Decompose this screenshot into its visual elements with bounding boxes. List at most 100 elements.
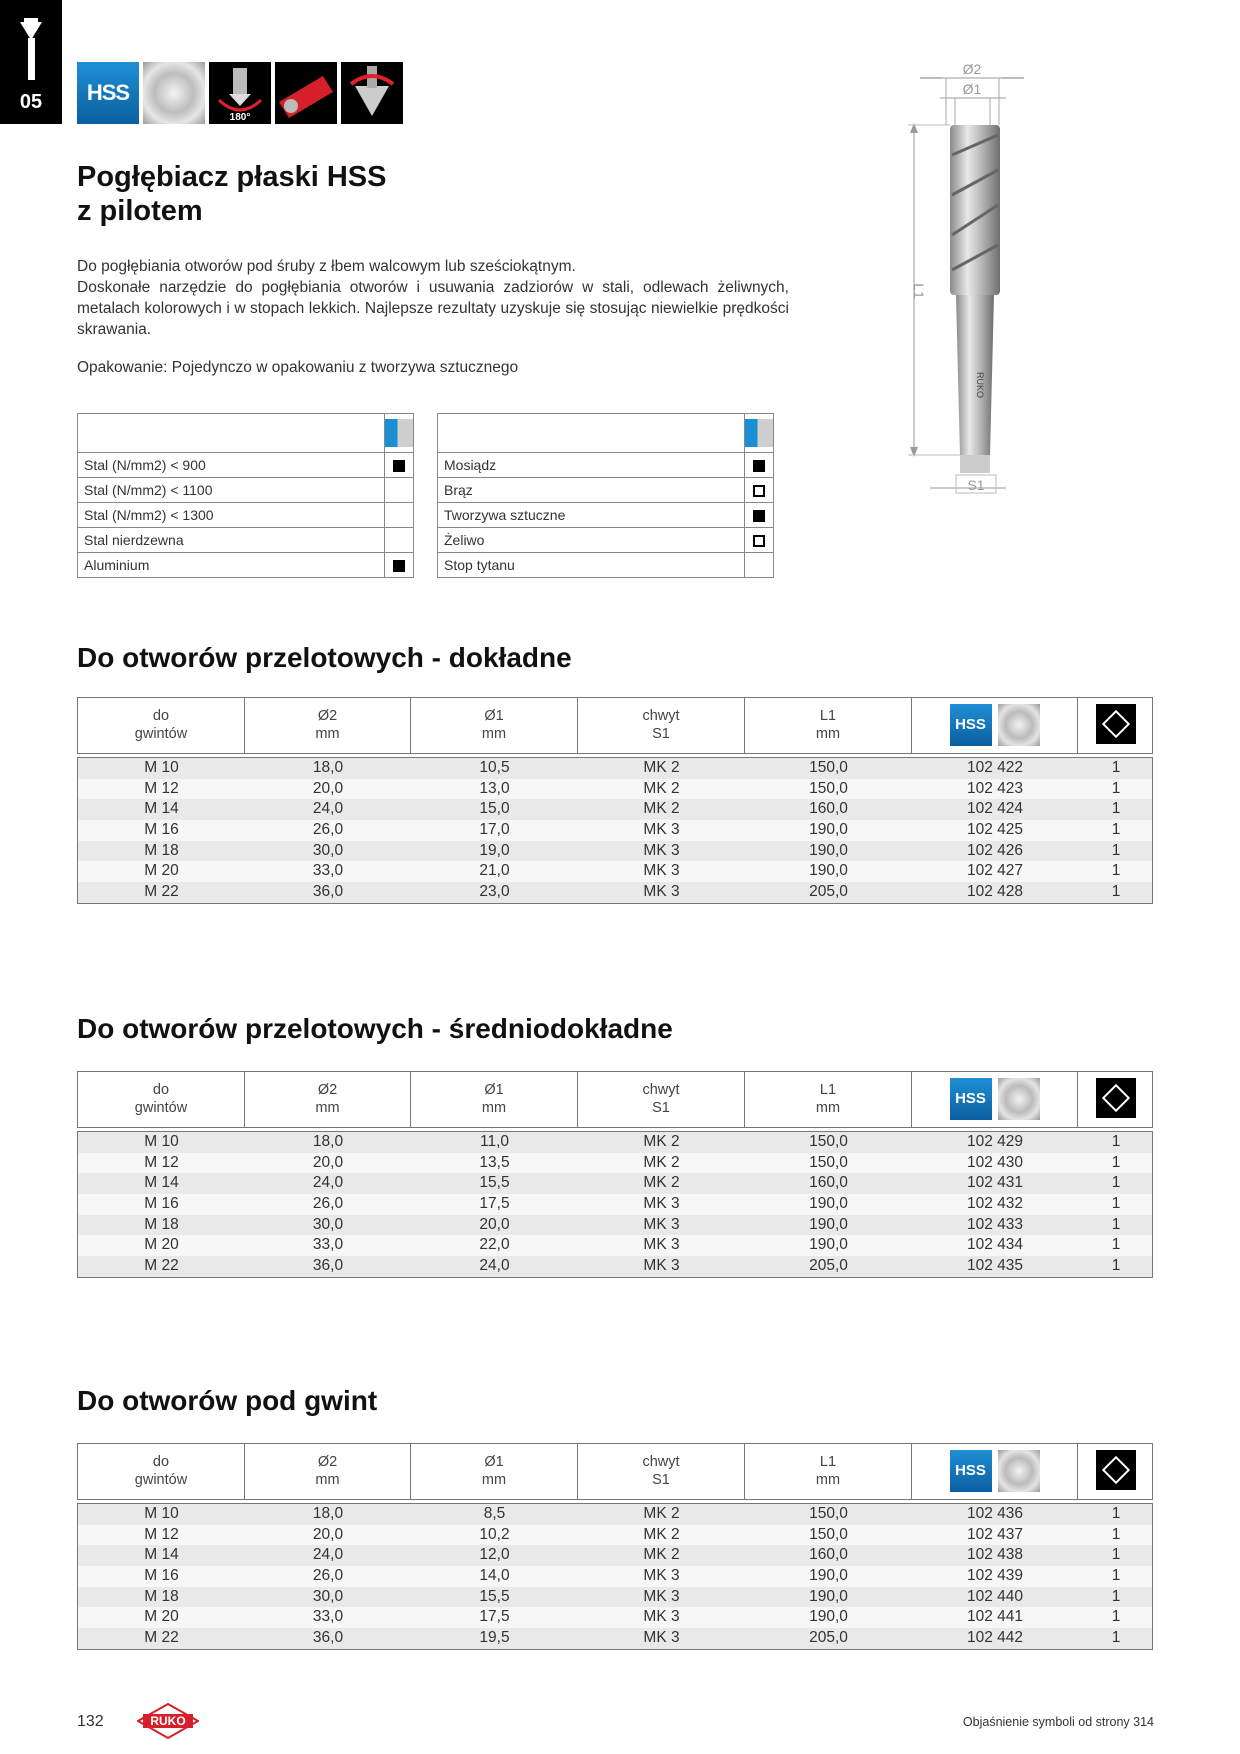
table-cell: 19,5 <box>479 1629 510 1647</box>
table-cell: 23,0 <box>479 883 510 901</box>
header-label: chwyt <box>642 708 680 724</box>
table-cell: MK 2 <box>643 779 680 797</box>
table-cell: 102 430 <box>966 1153 1024 1171</box>
header-unit: mm <box>815 1472 841 1488</box>
table-cell: 18,0 <box>312 1505 344 1522</box>
material-label: Brąz <box>437 477 745 503</box>
table-cell: 1 <box>1111 1153 1121 1171</box>
table-cell: 1 <box>1111 862 1121 880</box>
header-unit: mm <box>815 1100 841 1116</box>
material-mark <box>744 552 774 578</box>
table-cell: M 16 <box>144 1195 179 1213</box>
chapter-tab: 05 <box>0 0 62 124</box>
hss-icon: HSS <box>949 704 992 746</box>
table-cell: M 22 <box>144 883 179 901</box>
table-cell: 205,0 <box>809 883 848 901</box>
table-cell: 150,0 <box>809 1133 848 1150</box>
table-cell: 26,0 <box>312 821 344 839</box>
material-row: Stop tytanu <box>437 552 774 578</box>
header-unit: gwintów <box>134 1100 188 1116</box>
table-cell: MK 3 <box>643 1567 680 1585</box>
table-cell: 190,0 <box>809 821 848 839</box>
header-hss: HSS <box>912 1072 1078 1127</box>
page-number: 132 <box>77 1713 104 1730</box>
title-line-1: Pogłębiacz płaski HSS <box>77 161 387 193</box>
table-cell: 15,0 <box>479 800 510 818</box>
table-cell: 102 434 <box>966 1236 1024 1254</box>
table-cell: 102 441 <box>966 1608 1024 1626</box>
table-cell: M 18 <box>144 1587 179 1605</box>
table-cell: 102 425 <box>966 821 1024 839</box>
table-cell: 1 <box>1111 1629 1121 1647</box>
d1-label: Ø1 <box>963 81 982 97</box>
table-cell: 1 <box>1111 821 1121 839</box>
tool-drawing: Ø2 Ø1 L1 RUKO S1 <box>908 61 1024 494</box>
table-cell: 33,0 <box>312 1608 344 1626</box>
material-header-icon <box>384 413 414 453</box>
material-row: Brąz <box>437 477 774 503</box>
ground-finish-icon <box>997 1450 1040 1492</box>
table-cell: 190,0 <box>809 862 848 880</box>
conditionally-suitable-mark-icon <box>753 485 765 498</box>
cutting-edge-icon <box>385 419 413 447</box>
material-row: Stal (N/mm2) < 900 <box>77 452 414 478</box>
table-cell: 19,0 <box>479 841 510 859</box>
svg-text:180°: 180° <box>230 112 251 123</box>
header-label: L1 <box>819 1454 837 1470</box>
table-cell: 1 <box>1111 1608 1121 1626</box>
table-cell: 102 442 <box>966 1629 1024 1647</box>
material-mark <box>744 452 774 478</box>
d2-label: Ø2 <box>963 61 982 77</box>
material-label: Żeliwo <box>437 527 745 553</box>
table-cell: 1 <box>1111 841 1121 859</box>
table-cell: 150,0 <box>809 759 848 776</box>
rotation-icon <box>341 62 403 124</box>
material-row: Stal nierdzewna <box>77 527 414 553</box>
material-label: Stal (N/mm2) < 1100 <box>77 477 385 503</box>
table-cell: 102 438 <box>966 1546 1024 1564</box>
hss-icon: HSS <box>77 62 139 124</box>
table-cell: M 12 <box>144 1525 179 1543</box>
material-mark <box>384 502 414 528</box>
table-cell: M 20 <box>144 1236 179 1254</box>
table-cell: 102 433 <box>966 1215 1024 1233</box>
table-cell: 30,0 <box>312 1215 344 1233</box>
table-cell: 17,5 <box>479 1608 510 1626</box>
table-cell: 30,0 <box>312 1587 344 1605</box>
suitable-mark-icon <box>753 460 765 473</box>
material-label: Mosiądz <box>437 452 745 478</box>
table-cell: 1 <box>1111 1257 1121 1275</box>
material-mark <box>744 527 774 553</box>
suitable-mark-icon <box>393 460 405 473</box>
table-cell: 150,0 <box>809 1153 848 1171</box>
title-line-2: z pilotem <box>77 195 203 227</box>
table-cell: 190,0 <box>809 1236 848 1254</box>
table-cell: 13,0 <box>479 779 510 797</box>
header-unit: S1 <box>652 1472 670 1488</box>
header-unit: gwintów <box>134 1472 188 1488</box>
table-cell: M 14 <box>144 1174 179 1192</box>
table-cell: 150,0 <box>809 1525 848 1543</box>
table-cell: 24,0 <box>479 1257 510 1275</box>
header-unit: mm <box>315 1100 340 1116</box>
table-cell: 190,0 <box>809 1587 848 1605</box>
material-label: Stop tytanu <box>437 552 745 578</box>
table-cell: 18,0 <box>312 759 344 776</box>
section-title: Do otworów przelotowych - średniodokładn… <box>77 1013 673 1044</box>
section-title: Do otworów przelotowych - dokładne <box>77 642 572 673</box>
